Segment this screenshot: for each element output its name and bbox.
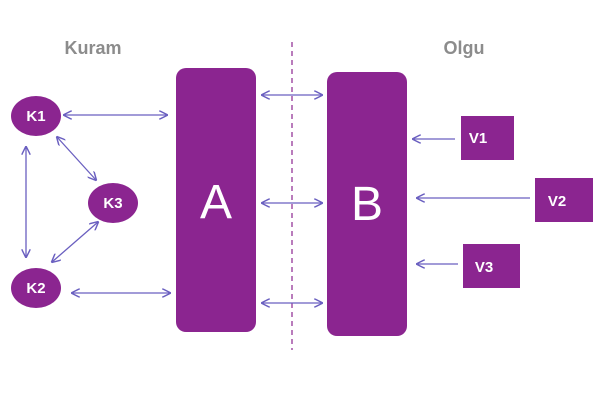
box-v1: V1 [461,116,514,160]
node-k3-label: K3 [103,195,122,212]
phenomenon-heading: Olgu [444,38,485,58]
node-k1-label: K1 [26,108,45,125]
node-k2-shape [11,268,61,308]
node-k3: K3 [88,183,138,223]
block-a-shape [176,68,256,332]
block-a: A [176,68,256,332]
block-b-shape [327,72,407,336]
node-k2-label: K2 [26,280,45,297]
block-a-label: A [200,176,232,229]
block-b-label: B [351,178,383,231]
box-v2-label: V2 [548,193,566,210]
box-v3: V3 [463,244,520,288]
node-k2: K2 [11,268,61,308]
arrow-k2-k3 [52,222,98,262]
node-k3-shape [88,183,138,223]
box-v1-label: V1 [469,130,487,147]
box-v3-label: V3 [475,259,493,276]
theory-heading: Kuram [64,38,121,58]
box-v2-shape [535,178,593,222]
box-v2: V2 [535,178,593,222]
node-k1-shape [11,96,61,136]
block-b: B [327,72,407,336]
node-k1: K1 [11,96,61,136]
box-v1-shape [461,116,514,160]
box-v3-shape [463,244,520,288]
arrow-k1-k3 [57,137,96,180]
